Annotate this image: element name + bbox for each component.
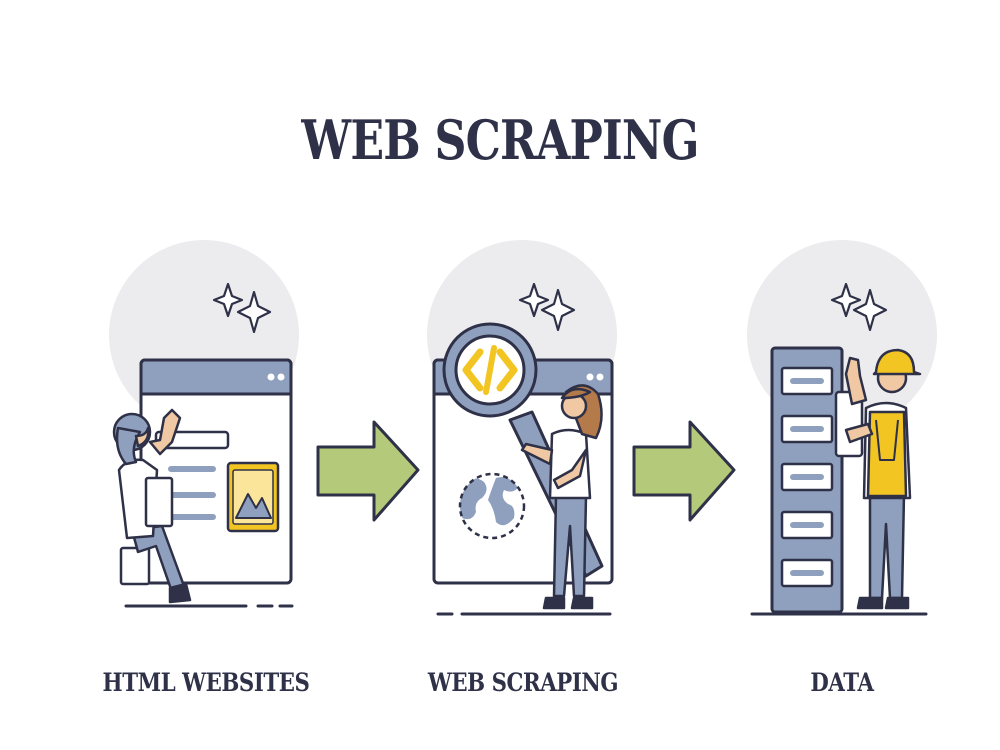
step-label-data: DATA (810, 668, 874, 697)
person-icon (834, 348, 922, 610)
person-icon (112, 408, 192, 604)
sparkle-icon (212, 282, 272, 334)
sparkle-icon (518, 282, 576, 332)
arrow-right-icon (632, 420, 736, 522)
step-data (747, 240, 937, 616)
server-rack-icon (770, 346, 844, 614)
step-html-websites (109, 240, 299, 608)
globe-icon (458, 472, 526, 540)
step-label-web-scraping: WEB SCRAPING (427, 668, 619, 697)
step-web-scraping (427, 240, 617, 616)
sparkle-icon (830, 282, 888, 332)
step-label-html-websites: HTML WEBSITES (102, 668, 310, 697)
arrow-right-icon (316, 420, 420, 522)
diagram-title: WEB SCRAPING (301, 108, 699, 172)
person-icon (520, 384, 603, 610)
